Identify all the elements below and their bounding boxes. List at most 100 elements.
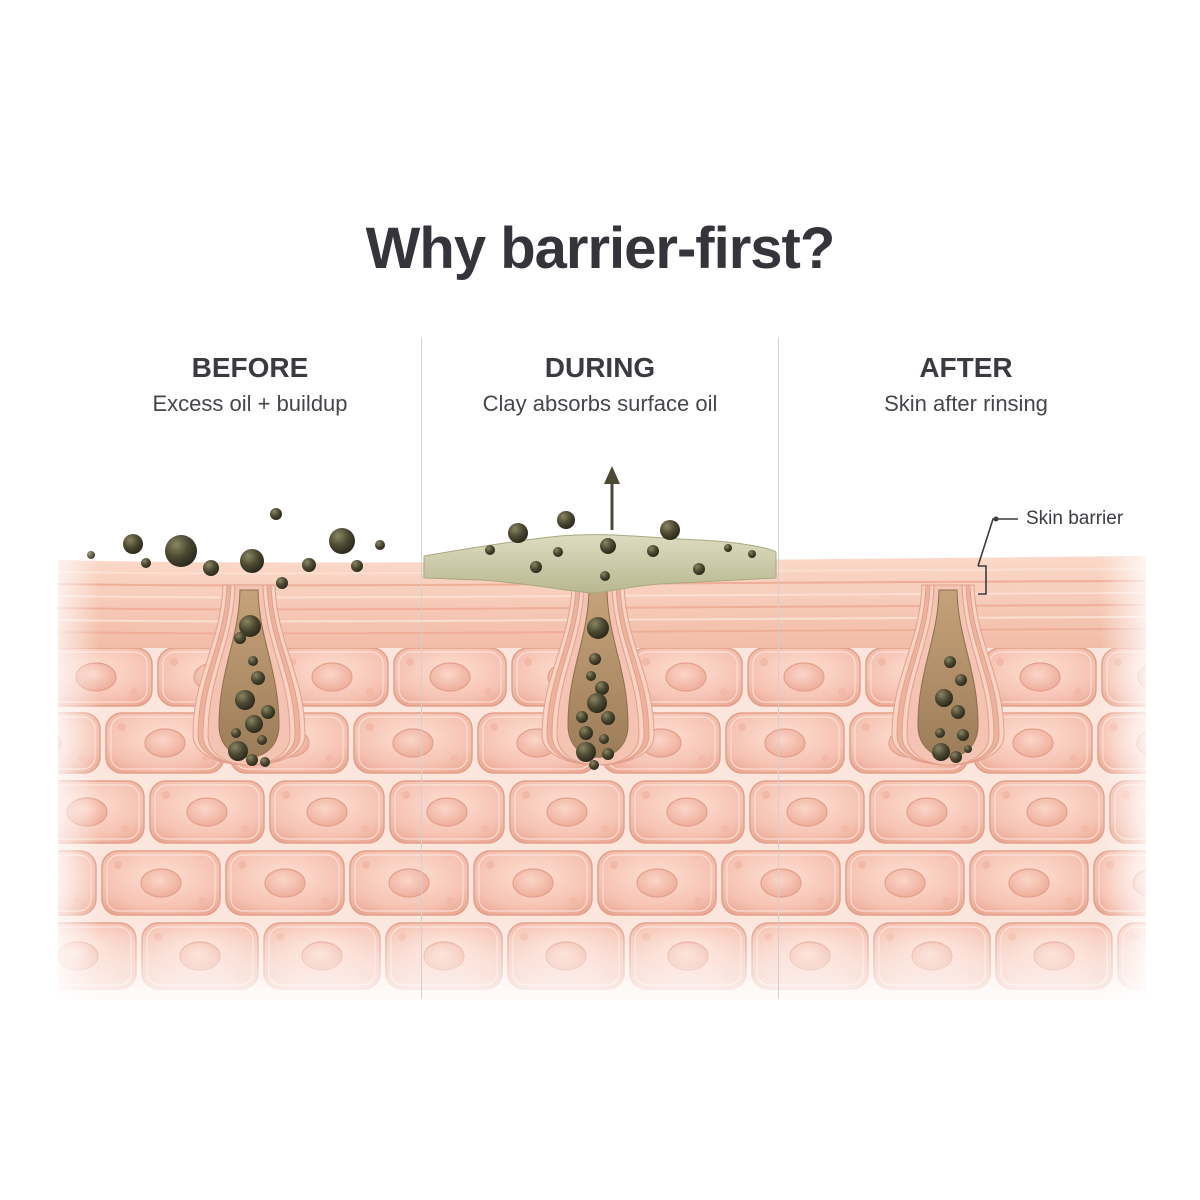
skin-cell xyxy=(473,850,593,916)
oil-particle xyxy=(957,729,969,741)
oil-particle xyxy=(576,711,588,723)
oil-particle xyxy=(276,577,288,589)
oil-particle xyxy=(261,705,275,719)
cell-nucleus xyxy=(546,797,588,827)
oil-particle xyxy=(602,748,614,760)
oil-particle xyxy=(240,549,264,573)
panel-before-subtitle: Excess oil + buildup xyxy=(152,391,348,416)
oil-particle xyxy=(302,558,316,572)
oil-particle xyxy=(228,741,248,761)
skin-cell xyxy=(353,712,473,774)
oil-particle xyxy=(270,508,282,520)
skin-cell xyxy=(509,780,625,844)
cell-nucleus xyxy=(1008,868,1050,898)
oil-particle xyxy=(932,743,950,761)
oil-particle xyxy=(231,728,241,738)
oil-particle xyxy=(587,617,609,639)
callout-dot xyxy=(993,516,999,522)
skin-cell xyxy=(845,850,965,916)
oil-particle xyxy=(553,547,563,557)
oil-particle xyxy=(600,538,616,554)
cell-nucleus xyxy=(1026,797,1068,827)
oil-particle xyxy=(587,693,607,713)
panel-after-subtitle: Skin after rinsing xyxy=(884,391,1048,416)
cell-nucleus xyxy=(429,662,471,692)
oil-particle xyxy=(375,540,385,550)
cell-nucleus xyxy=(306,797,348,827)
panel-after-header: AFTER Skin after rinsing xyxy=(788,350,1144,420)
skin-cell xyxy=(225,850,345,916)
panel-during-heading: DURING xyxy=(544,352,656,383)
oil-particle xyxy=(257,735,267,745)
skin-cell xyxy=(149,780,265,844)
oil-particle xyxy=(600,571,610,581)
skin-cell xyxy=(969,850,1089,916)
skin-cell xyxy=(349,850,469,916)
panel-during-subtitle: Clay absorbs surface oil xyxy=(482,391,718,416)
cell-nucleus xyxy=(665,662,707,692)
panel-before-heading: BEFORE xyxy=(191,352,309,383)
cell-nucleus xyxy=(140,868,182,898)
oil-particle xyxy=(951,705,965,719)
oil-particle xyxy=(579,726,593,740)
skin-cell xyxy=(989,780,1105,844)
pore xyxy=(541,584,655,766)
skin-cell xyxy=(101,850,221,916)
oil-particle xyxy=(530,561,542,573)
oil-particles xyxy=(87,508,972,770)
oil-particle xyxy=(203,560,219,576)
cell-nucleus xyxy=(186,797,228,827)
cell-nucleus xyxy=(783,662,825,692)
oil-particle xyxy=(234,632,246,644)
oil-particle xyxy=(576,742,596,762)
oil-particle xyxy=(660,520,680,540)
oil-particle xyxy=(748,550,756,558)
cell-nucleus xyxy=(906,797,948,827)
skin-cell xyxy=(269,780,385,844)
skin-cell xyxy=(629,647,743,707)
cell-nucleus xyxy=(636,868,678,898)
page-title: Why barrier-first? xyxy=(365,216,836,281)
oil-particle xyxy=(589,760,599,770)
skin-cell xyxy=(275,647,389,707)
oil-particle xyxy=(601,711,615,725)
cell-nucleus xyxy=(264,868,306,898)
skin-cell xyxy=(725,712,845,774)
skin-pores xyxy=(192,584,1005,766)
oil-particle xyxy=(141,558,151,568)
panel-divider-2 xyxy=(778,338,779,998)
cell-nucleus xyxy=(764,728,806,758)
skin-cell xyxy=(749,780,865,844)
cell-nucleus xyxy=(144,728,186,758)
oil-particle xyxy=(955,674,967,686)
oil-particle xyxy=(165,535,197,567)
cell-nucleus xyxy=(1156,942,1196,970)
cell-nucleus xyxy=(512,868,554,898)
pore xyxy=(891,584,1005,766)
oil-particle xyxy=(935,728,945,738)
oil-particle xyxy=(964,745,972,753)
oil-particle xyxy=(245,715,263,733)
skin-cell xyxy=(389,780,505,844)
oil-particle xyxy=(693,563,705,575)
oil-particle xyxy=(724,544,732,552)
skin-cell xyxy=(629,780,745,844)
oil-particle xyxy=(123,534,143,554)
oil-particle xyxy=(935,689,953,707)
oil-particle xyxy=(589,653,601,665)
oil-particle xyxy=(599,734,609,744)
oil-particle xyxy=(248,656,258,666)
oil-particle xyxy=(586,671,596,681)
skin-cell xyxy=(747,647,861,707)
oil-particle xyxy=(950,751,962,763)
oil-particle xyxy=(944,656,956,668)
skin-cell xyxy=(721,850,841,916)
skin-cell xyxy=(393,647,507,707)
skin-cell xyxy=(869,780,985,844)
cell-nucleus xyxy=(311,662,353,692)
skin-cell xyxy=(597,850,717,916)
up-arrow-icon xyxy=(604,466,620,530)
panel-during-header: DURING Clay absorbs surface oil xyxy=(422,350,778,420)
cell-nucleus xyxy=(1019,662,1061,692)
